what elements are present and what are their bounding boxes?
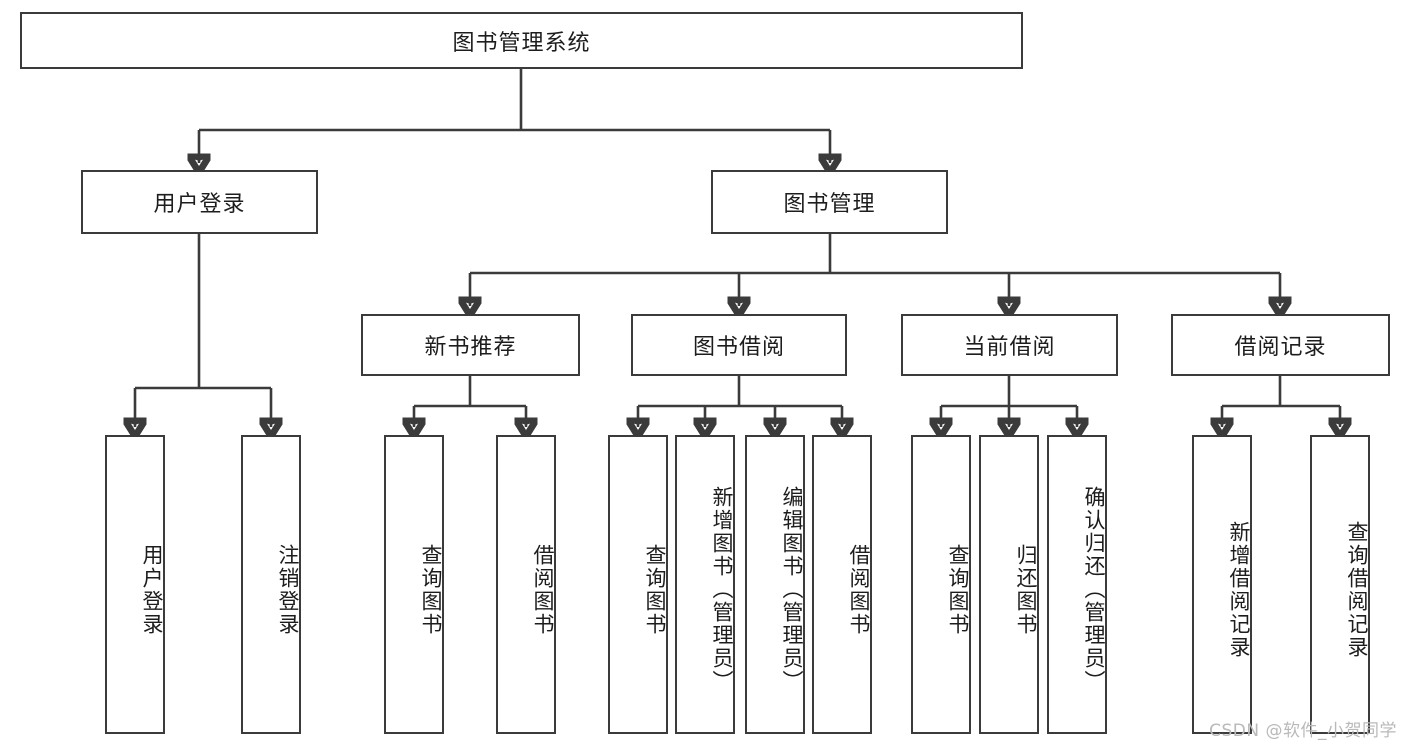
leaf-add-book[interactable]: 新增图书（管理员） [675, 435, 735, 734]
leaf-query-book-3[interactable]: 查询图书 [911, 435, 971, 734]
node-book-manage[interactable]: 图书管理 [711, 170, 948, 234]
leaf-return-book[interactable]: 归还图书 [979, 435, 1039, 734]
leaf-logout-login[interactable]: 注销登录 [241, 435, 301, 734]
node-root[interactable]: 图书管理系统 [20, 12, 1023, 69]
leaf-edit-book[interactable]: 编辑图书（管理员） [745, 435, 805, 734]
leaf-add-record-label: 新增借阅记录 [1227, 520, 1251, 659]
leaf-edit-book-label: 编辑图书（管理员） [780, 486, 804, 693]
leaf-query-record[interactable]: 查询借阅记录 [1310, 435, 1370, 734]
leaf-borrow-book-1[interactable]: 借阅图书 [496, 435, 556, 734]
node-user-login[interactable]: 用户登录 [81, 170, 318, 234]
leaf-confirm-return-label: 确认归还（管理员） [1082, 486, 1106, 693]
node-user-login-label: 用户登录 [153, 192, 246, 217]
leaf-user-login[interactable]: 用户登录 [105, 435, 165, 734]
leaf-return-book-label: 归还图书 [1014, 543, 1038, 636]
leaf-user-login-label: 用户登录 [140, 543, 164, 636]
leaf-query-book-1-label: 查询图书 [419, 543, 443, 636]
node-root-label: 图书管理系统 [452, 30, 591, 56]
node-current-borrow[interactable]: 当前借阅 [901, 314, 1118, 376]
leaf-query-book-3-label: 查询图书 [946, 543, 970, 636]
leaf-logout-login-label: 注销登录 [276, 543, 300, 636]
node-book-borrow[interactable]: 图书借阅 [631, 314, 847, 376]
leaf-query-book-1[interactable]: 查询图书 [384, 435, 444, 734]
leaf-borrow-book-1-label: 借阅图书 [531, 543, 555, 636]
leaf-query-book-2-label: 查询图书 [643, 543, 667, 636]
leaf-query-book-2[interactable]: 查询图书 [608, 435, 668, 734]
node-new-book-recommend-label: 新书推荐 [424, 335, 517, 360]
leaf-borrow-book-2-label: 借阅图书 [847, 543, 871, 636]
node-borrow-record[interactable]: 借阅记录 [1171, 314, 1390, 376]
node-new-book-recommend[interactable]: 新书推荐 [361, 314, 580, 376]
node-book-manage-label: 图书管理 [783, 192, 876, 217]
node-book-borrow-label: 图书借阅 [692, 335, 785, 360]
node-borrow-record-label: 借阅记录 [1234, 335, 1327, 360]
leaf-confirm-return[interactable]: 确认归还（管理员） [1047, 435, 1107, 734]
leaf-query-record-label: 查询借阅记录 [1345, 520, 1369, 659]
leaf-add-record[interactable]: 新增借阅记录 [1192, 435, 1252, 734]
leaf-borrow-book-2[interactable]: 借阅图书 [812, 435, 872, 734]
leaf-add-book-label: 新增图书（管理员） [710, 486, 734, 693]
node-current-borrow-label: 当前借阅 [963, 335, 1056, 360]
